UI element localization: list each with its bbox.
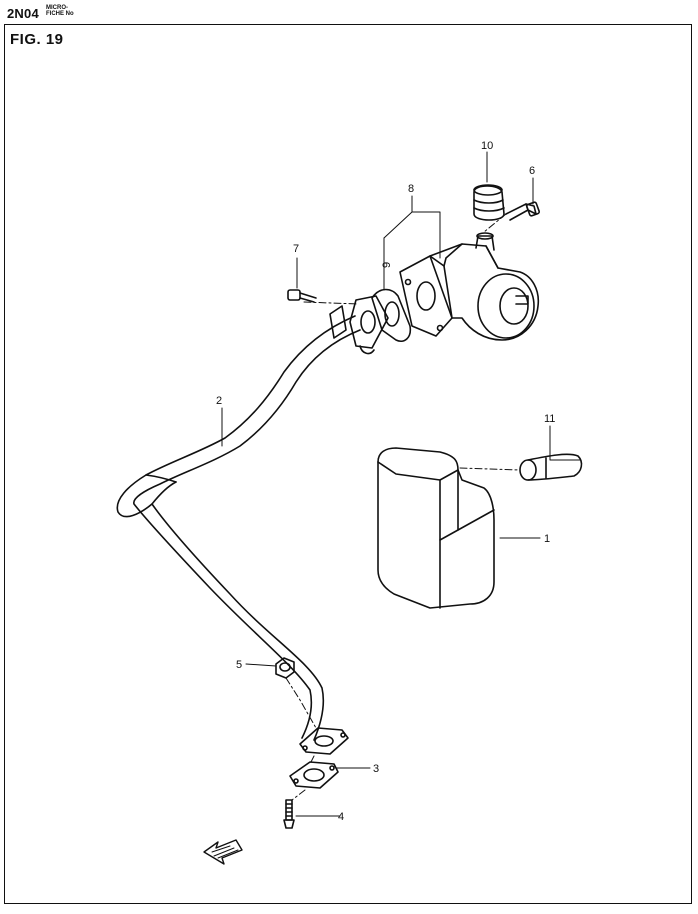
microfiche-label-line2: FICHE No xyxy=(46,11,74,17)
callout-8: 8 xyxy=(408,183,414,195)
callout-7: 7 xyxy=(293,243,299,255)
microfiche-label-line1: MICRO- xyxy=(46,5,68,11)
nut-part-5 xyxy=(275,657,295,679)
box-part-1 xyxy=(377,447,495,609)
callout-2: 2 xyxy=(216,395,222,407)
callout-3: 3 xyxy=(373,763,379,775)
callout-5: 5 xyxy=(236,659,242,671)
valve-assembly-part-8 xyxy=(399,232,540,341)
microfiche-label: MICRO- FICHE No xyxy=(46,5,74,17)
callout-6: 6 xyxy=(529,165,535,177)
callout-10: 10 xyxy=(481,140,493,152)
cap-part-10 xyxy=(473,184,505,221)
pipe-part-2 xyxy=(116,315,361,741)
figure-title: FIG. 19 xyxy=(10,31,64,48)
bolt-part-6 xyxy=(505,201,540,221)
front-direction-arrow-icon xyxy=(203,839,243,865)
callout-11: 11 xyxy=(544,413,555,425)
callout-1: 1 xyxy=(544,533,550,545)
callout-4: 4 xyxy=(338,811,344,823)
stud-part-4 xyxy=(283,799,295,829)
microfiche-code: 2N04 xyxy=(7,6,39,21)
hose-part-11 xyxy=(519,453,583,481)
figure-frame xyxy=(4,24,692,904)
bolt-part-7 xyxy=(287,289,317,303)
leader-lines xyxy=(221,151,581,817)
gasket-part-3 xyxy=(289,761,339,789)
pipe-lower-flange xyxy=(299,727,349,755)
pipe-upper-flange xyxy=(329,295,389,355)
callout-9: 9 xyxy=(381,262,393,268)
gasket-part-9 xyxy=(371,288,412,342)
